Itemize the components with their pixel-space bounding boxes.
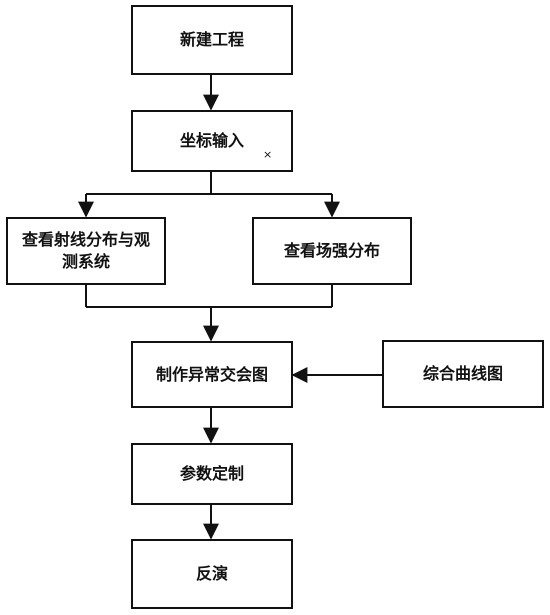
node-coord-input-label: 坐标输入 <box>179 131 244 151</box>
node-inversion: 反演 <box>131 539 293 609</box>
node-view-rays: 查看射线分布与观测系统 <box>6 217 166 285</box>
node-view-rays-label: 查看射线分布与观测系统 <box>22 230 151 271</box>
node-composite-curve-label: 综合曲线图 <box>422 364 503 384</box>
node-view-field-label: 查看场强分布 <box>283 241 380 261</box>
node-inversion-label: 反演 <box>195 564 228 584</box>
node-anomaly-chart-label: 制作异常交会图 <box>155 364 268 384</box>
node-view-field: 查看场强分布 <box>252 217 412 285</box>
node-new-project-label: 新建工程 <box>179 30 244 50</box>
stray-x-mark: × <box>263 148 273 161</box>
node-param-custom-label: 参数定制 <box>179 464 244 484</box>
node-new-project: 新建工程 <box>131 5 293 75</box>
node-coord-input: 坐标输入 <box>131 110 293 172</box>
node-param-custom: 参数定制 <box>131 443 293 505</box>
node-composite-curve: 综合曲线图 <box>382 340 544 408</box>
node-anomaly-chart: 制作异常交会图 <box>131 341 293 408</box>
